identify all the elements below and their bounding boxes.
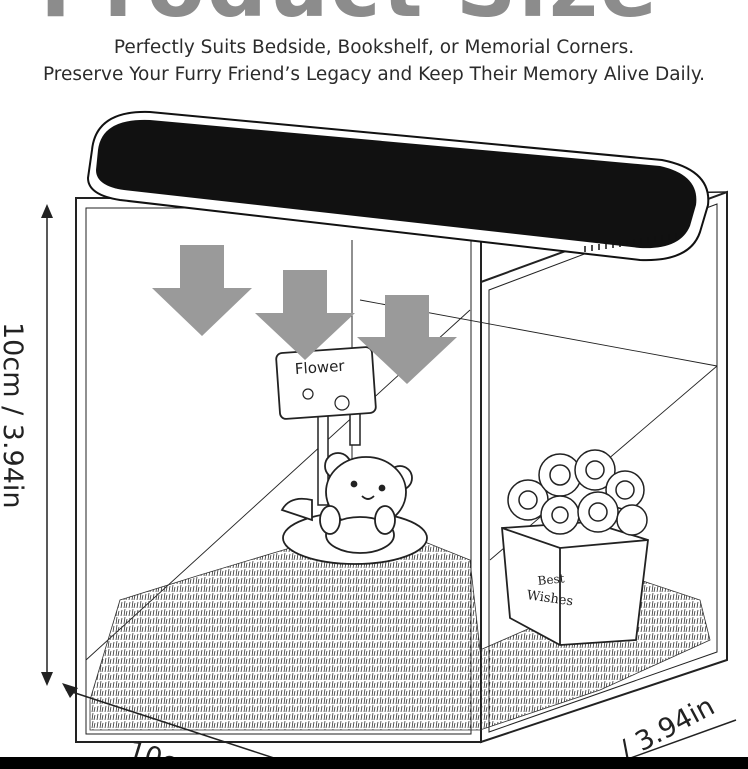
flower-sign: Flower <box>275 346 377 506</box>
title-clip: Product Size <box>0 0 748 22</box>
roses <box>507 449 648 536</box>
subtitle-line-2: Preserve Your Furry Friend’s Legacy and … <box>42 64 706 85</box>
down-arrows <box>152 245 457 384</box>
down-arrow-icon <box>255 270 355 360</box>
pot-label-best: Best <box>537 571 565 588</box>
pot-label-wishes: Wishes <box>526 588 574 609</box>
smartphone <box>86 110 710 262</box>
sign-label: Flower <box>294 357 346 378</box>
bear-figurine <box>280 452 428 565</box>
depth-label: / 3.94in <box>615 691 720 766</box>
flower-pot: Best Wishes <box>501 521 649 646</box>
down-arrow-icon <box>357 295 457 384</box>
page-title: Product Size <box>40 0 659 22</box>
bottom-bar <box>0 757 748 769</box>
height-dimension: 10cm / 3.94in <box>0 204 53 686</box>
subtitle-line-1: Perfectly Suits Bedside, Bookshelf, or M… <box>113 37 635 58</box>
phone-speaker-grille <box>584 233 677 252</box>
down-arrow-icon <box>152 245 252 336</box>
height-label: 10cm / 3.94in <box>0 322 28 509</box>
